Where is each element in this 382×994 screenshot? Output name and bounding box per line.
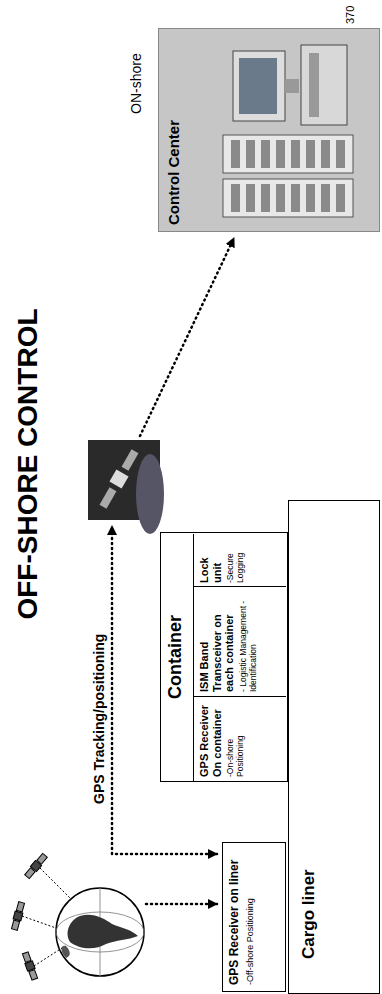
node-heading: Container xyxy=(165,537,186,777)
node-heading: ISM Band Transceiver on each container xyxy=(198,591,236,692)
container-box: ContainerGPS Receiver On container-On-sh… xyxy=(160,532,288,782)
receiver-box: GPS Receiver on liner-Off-shore Position… xyxy=(222,842,286,992)
node-note: -Secure Logging xyxy=(226,537,246,583)
node-heading: Control Center xyxy=(165,35,182,225)
node-heading: Cargo liner xyxy=(299,511,319,959)
node-note: -On-shore Positioning xyxy=(226,701,246,777)
unit-box: Lock unit-Secure Logging xyxy=(193,534,286,587)
unit-box: ISM Band Transceiver on each container- … xyxy=(193,587,286,697)
control-center-panel: Control Center xyxy=(158,28,380,232)
node-note: -Off-shore Positioning xyxy=(245,849,255,985)
page-number: 370 xyxy=(344,6,357,24)
computer-illustration xyxy=(203,31,373,231)
unit-box: GPS Receiver On container-On-shore Posit… xyxy=(193,697,286,781)
node-heading: GPS Receiver On container xyxy=(198,701,223,777)
link-label: GPS Tracking/positioning xyxy=(91,634,107,804)
globe-illustration xyxy=(56,888,144,976)
region-label: ON-shore xyxy=(128,53,144,114)
diagram-title: OFF-SHORE CONTROL xyxy=(12,234,44,694)
node-heading: Lock unit xyxy=(198,537,223,583)
node-heading: GPS Receiver on liner xyxy=(228,849,242,985)
ship-hull-box: Cargo liner xyxy=(288,500,380,994)
node-note: - Logistic Management - Identification xyxy=(239,591,259,692)
satellite-photo xyxy=(88,440,164,534)
satellite-icons xyxy=(11,853,70,981)
